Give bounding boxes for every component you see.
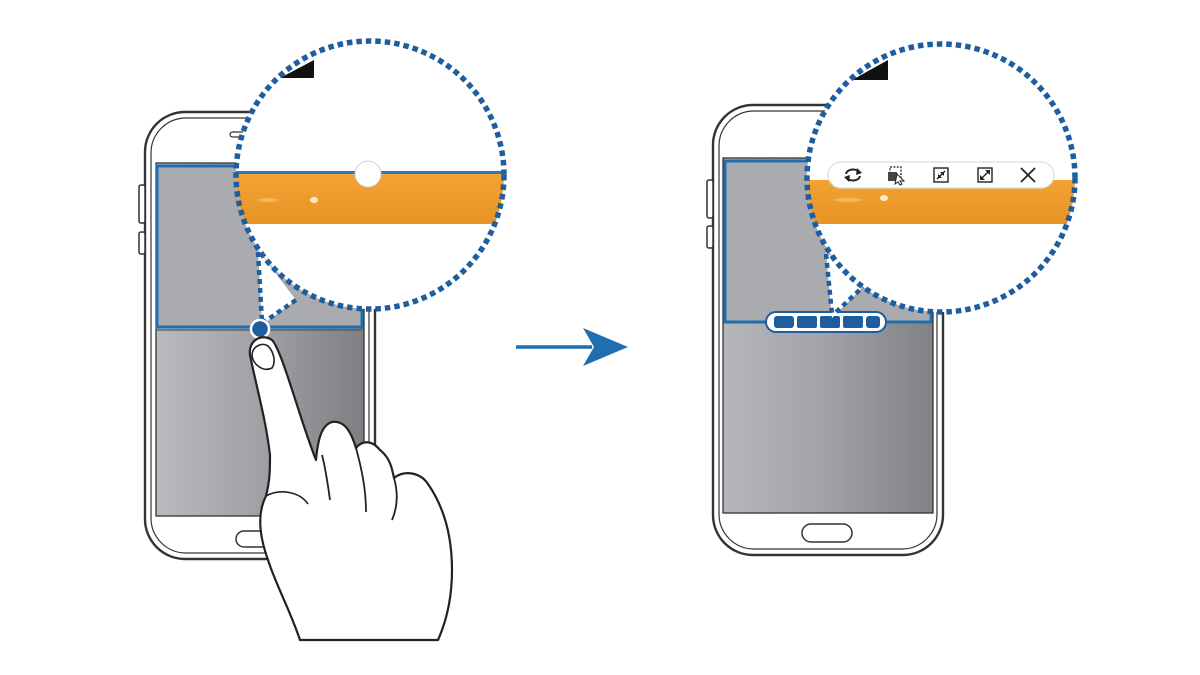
window-circle-handle[interactable] — [354, 160, 382, 188]
panel-after — [706, 41, 1078, 557]
dotted-ring-left — [233, 38, 507, 312]
volume-button — [138, 184, 146, 224]
side-button — [706, 225, 714, 249]
signal-strength-icon — [852, 60, 888, 80]
callout-tail-edge — [255, 251, 265, 323]
volume-button — [706, 179, 714, 219]
dotted-ring-right — [804, 41, 1078, 315]
home-button[interactable] — [801, 523, 853, 543]
pointing-hand — [248, 336, 454, 642]
callout-tail-edge — [832, 282, 868, 316]
divider-tap-point[interactable] — [249, 318, 271, 340]
magnifier-callout-right — [804, 41, 1078, 315]
maximize-window-icon[interactable] — [977, 167, 993, 183]
switch-windows-icon[interactable] — [844, 168, 862, 182]
close-app-icon[interactable] — [1020, 167, 1036, 183]
callout-tail-edge — [262, 298, 298, 324]
window-options-handle[interactable] — [765, 311, 887, 333]
signal-strength-icon — [280, 60, 314, 78]
panel-before — [138, 38, 507, 642]
side-button — [138, 231, 146, 255]
transition-arrow — [516, 328, 628, 366]
callout-tail-edge — [823, 253, 835, 315]
callout-tail-right — [826, 252, 866, 318]
fingernail — [251, 343, 275, 371]
minimize-window-icon[interactable] — [933, 167, 949, 183]
drag-and-drop-content-icon[interactable] — [888, 166, 906, 186]
magnifier-callout-left — [233, 38, 507, 312]
